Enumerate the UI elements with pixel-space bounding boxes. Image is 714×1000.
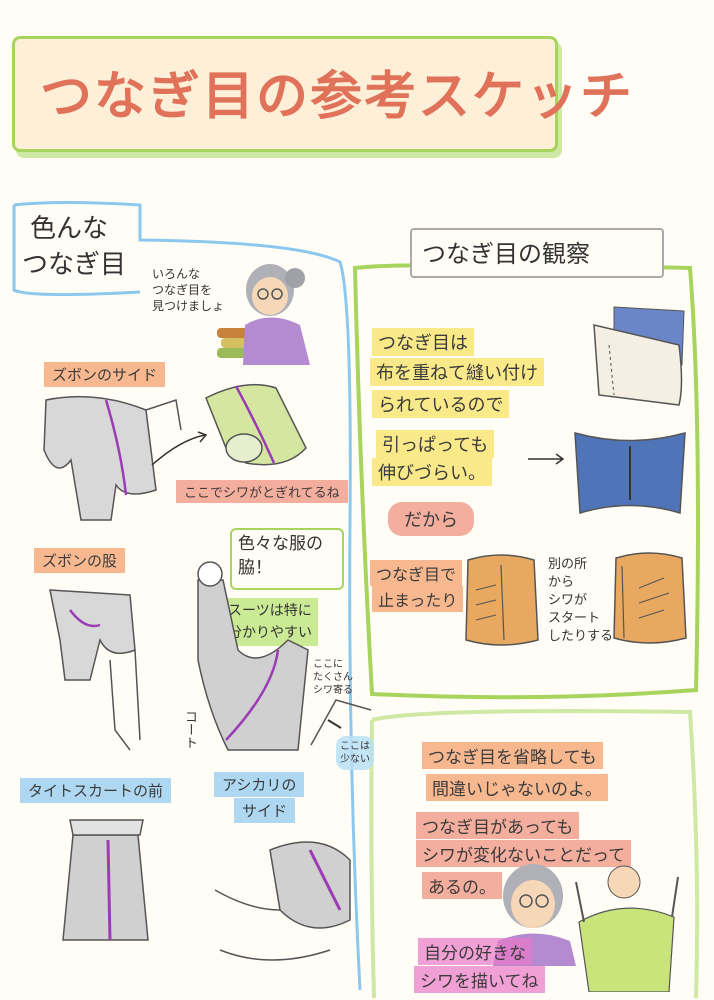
dakara-label: だから <box>388 502 474 536</box>
stop-line-2: 止まったり <box>372 586 464 612</box>
stitched-fabric-sketch <box>593 306 685 406</box>
skirt-sketch <box>62 819 149 941</box>
suit-note: スーツは特に 分かりやすい <box>222 598 318 646</box>
armpit-label-text: 色々な服の 脇！ <box>238 534 323 578</box>
stop-line-1: つなぎ目で <box>370 560 463 586</box>
page-title: つなぎ目の参考スケッチ <box>40 67 635 127</box>
obs-line-1: つなぎ目は <box>372 328 474 356</box>
armpit-label <box>230 528 344 590</box>
obs-line-3: られているので <box>372 390 510 418</box>
grandma-bottom-illustration <box>493 864 576 966</box>
note-line-2: 間違いじゃないのよ。 <box>426 774 608 801</box>
many-wrinkles-note: ここに たくさん シワ寄る <box>313 659 353 696</box>
note-line-4: シワが変化ないことだって <box>416 840 632 867</box>
note-line-7: シワを描いてね <box>414 966 545 993</box>
obs-line-2: 布を重ねて縫い付け <box>370 358 544 386</box>
arrow-to-stretch <box>528 453 565 465</box>
left-heading-line2: つなぎ目 <box>22 250 127 280</box>
ashikari-sketch <box>214 841 351 961</box>
ashikari-label-line1: アシカリの <box>214 772 305 797</box>
obs-line-4: 引っぱっても <box>376 430 495 458</box>
pants-crotch-sketch <box>49 589 141 751</box>
stretched-fabric-sketch <box>574 432 686 514</box>
pants-crotch-label: ズボンの股 <box>34 548 126 573</box>
skirt-label: タイトスカートの前 <box>20 778 172 803</box>
note-line-3: つなぎ目があっても <box>416 812 580 839</box>
sleeve-start-sketch <box>613 552 687 644</box>
coat-arm-sketch <box>197 561 309 751</box>
pants-side-sketch <box>43 395 182 521</box>
note-line-5: あるの。 <box>422 872 502 899</box>
few-wrinkles-note: ここは 少ない <box>336 736 374 770</box>
start-text: 別の所 から シワが スタート したりする <box>548 557 614 644</box>
observation-heading: つなぎ目の観察 <box>422 240 590 268</box>
coat-label: コート <box>182 710 197 749</box>
sleeve-stop-sketch <box>465 554 539 646</box>
ashikari-label-line2: サイド <box>234 798 296 823</box>
left-section-frame-inner <box>12 205 141 297</box>
obs-line-5: 伸びづらい。 <box>372 458 492 486</box>
note-line-6: 自分の好きな <box>418 938 532 965</box>
seam-closeup-sketch <box>310 699 372 746</box>
rolled-fabric-sketch <box>205 383 307 466</box>
grandma-illustration <box>217 264 310 365</box>
arrow-to-fabric <box>151 431 208 466</box>
observation-heading-box <box>410 228 664 278</box>
title-banner <box>12 36 558 152</box>
tshirt-figure-illustration <box>575 865 679 992</box>
note-line-1: つなぎ目を省略しても <box>422 742 603 769</box>
note-frame <box>371 709 700 999</box>
pants-side-label: ズボンのサイド <box>44 362 166 387</box>
left-heading-line1: 色んな <box>30 214 109 244</box>
wrinkle-note: ここでシワがとぎれてるね <box>176 480 348 503</box>
grandma-speech: いろんな つなぎ目を 見つけましょ <box>152 267 225 313</box>
